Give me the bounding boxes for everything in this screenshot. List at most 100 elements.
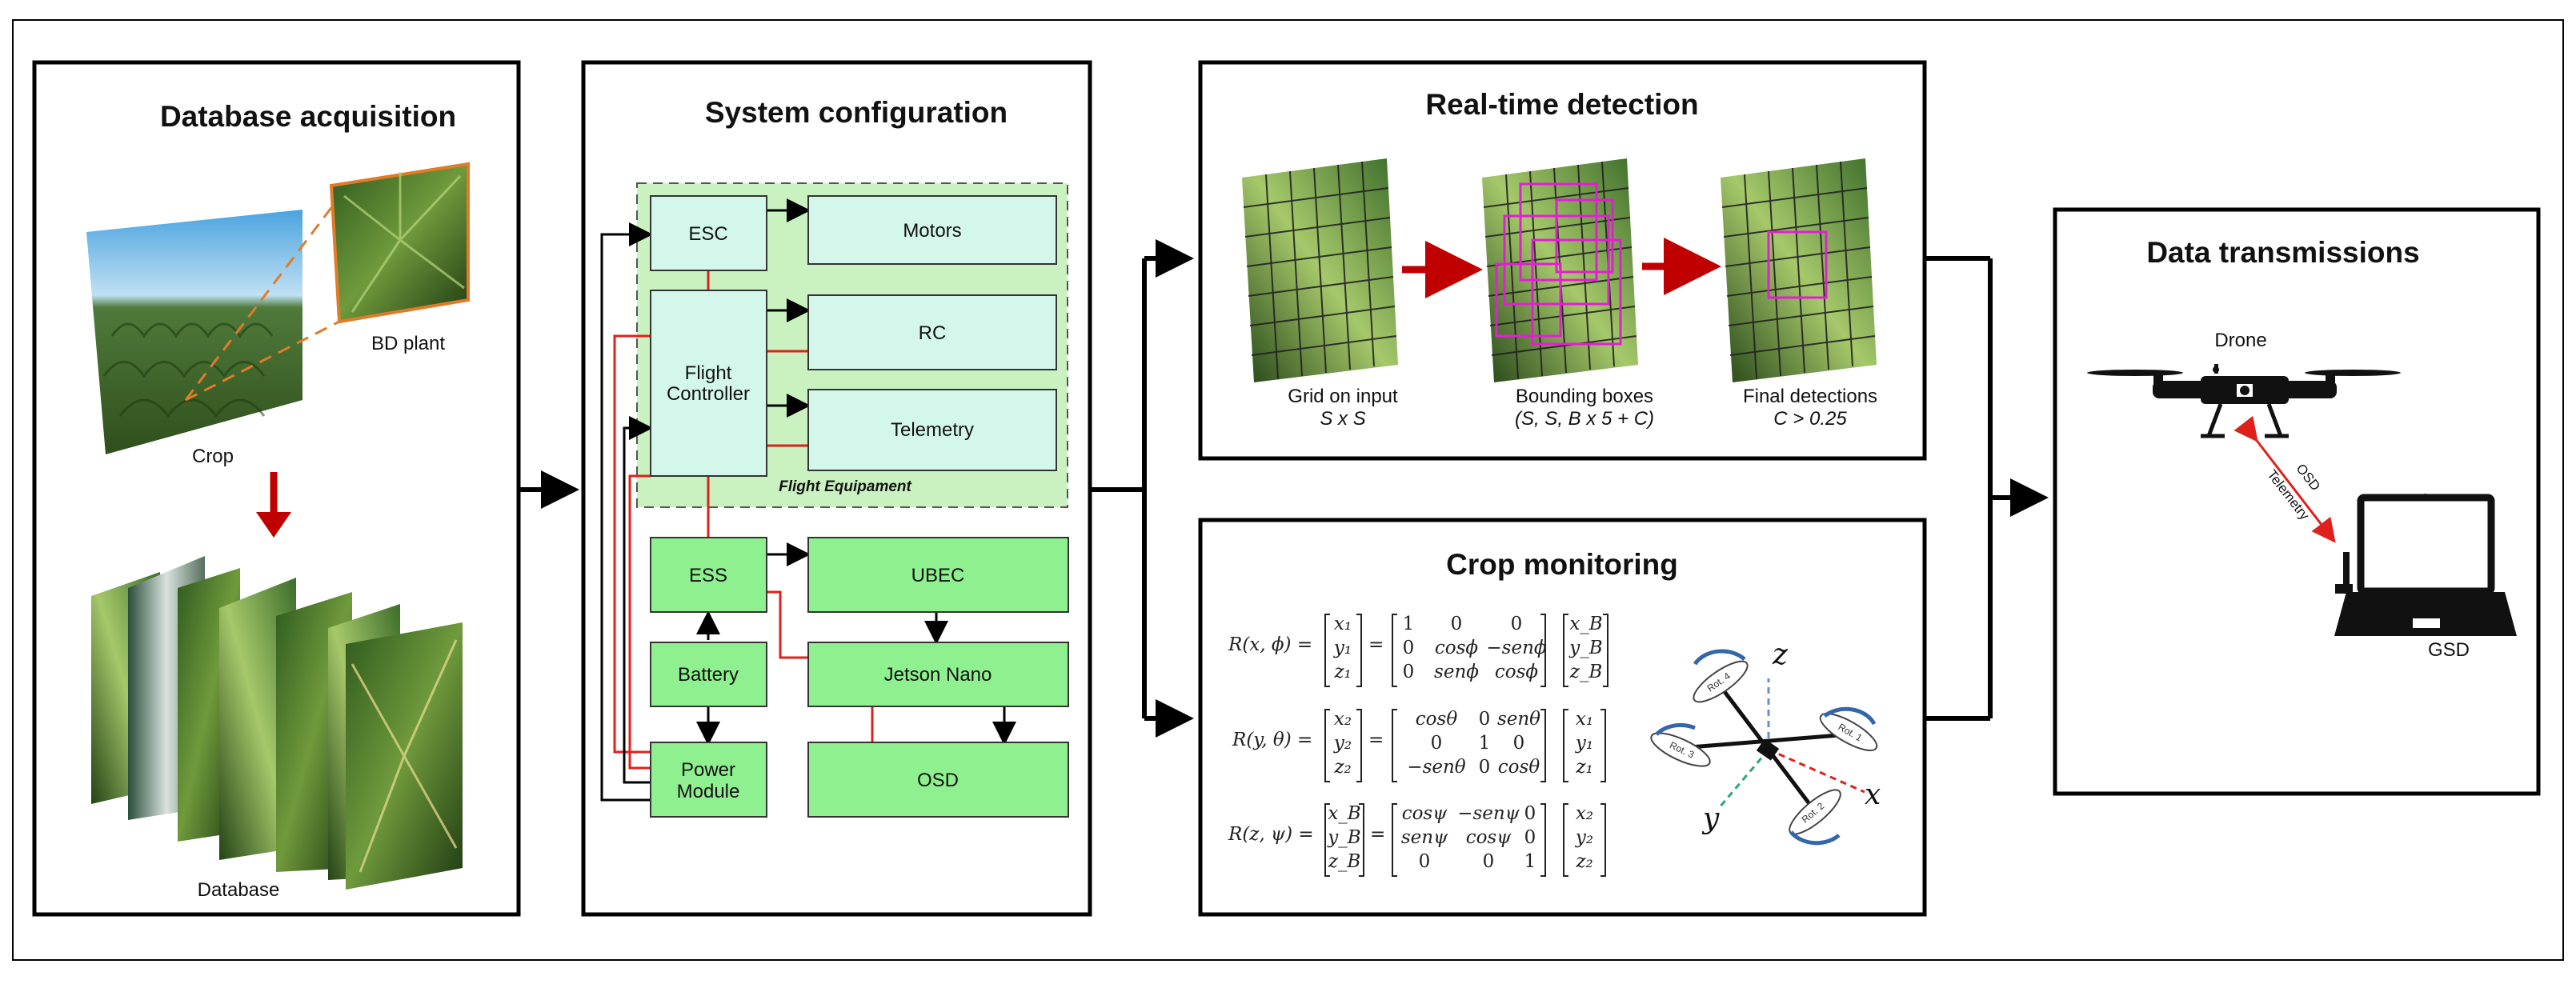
svg-text:y_B: y_B — [1327, 827, 1360, 848]
svg-text:y₂: y₂ — [1575, 827, 1593, 848]
database-stack — [91, 556, 463, 890]
svg-text:z₂: z₂ — [1333, 757, 1351, 778]
axis-y-label: y — [1701, 802, 1720, 835]
svg-text:y₂: y₂ — [1333, 733, 1352, 754]
eq3-vector-left: x_B y_B z_B — [1324, 803, 1364, 877]
axis-x-label: x — [1865, 778, 1881, 811]
svg-text:cosθ: cosθ — [1498, 757, 1540, 778]
step2-label: Bounding boxes — [1516, 386, 1653, 407]
step1-label: Grid on input — [1288, 386, 1398, 407]
svg-text:ESC: ESC — [688, 223, 727, 245]
svg-text:x_B: x_B — [1569, 614, 1602, 634]
step3-label: Final detections — [1743, 386, 1877, 407]
black-wires — [600, 198, 1016, 802]
crop-label: Crop — [192, 446, 234, 467]
svg-text:UBEC: UBEC — [911, 565, 965, 586]
svg-text:cosϕ: cosϕ — [1495, 662, 1539, 682]
svg-text:z_B: z_B — [1569, 662, 1603, 682]
database-title: Database acquisition — [160, 100, 456, 133]
svg-text:0: 0 — [1403, 662, 1415, 682]
database-label: Database — [198, 879, 280, 901]
svg-text:0: 0 — [1451, 614, 1463, 634]
svg-text:0: 0 — [1479, 757, 1491, 778]
eq2-vector-left: x₂ y₂ z₂ — [1324, 709, 1362, 782]
block-ubec: UBEC — [807, 537, 1069, 613]
svg-text:0: 0 — [1524, 827, 1536, 848]
eq1-lhs: R(x, ϕ) = — [1228, 634, 1312, 655]
crop-image-texture — [102, 322, 274, 418]
svg-text:1: 1 — [1403, 614, 1415, 634]
svg-text:z₁: z₁ — [1575, 757, 1592, 778]
eq2-lhs: R(y, θ) = — [1232, 730, 1312, 750]
step1-sub: S x S — [1320, 408, 1365, 430]
crop-monitoring-panel: Crop monitoring R(x, ϕ) = x₁ y₁ z₁ = 1 0… — [1198, 518, 1927, 917]
step2-sub: (S, S, B x 5 + C) — [1515, 408, 1654, 430]
svg-text:Module: Module — [677, 781, 740, 802]
svg-text:senϕ: senϕ — [1434, 662, 1479, 682]
svg-text:x₁: x₁ — [1576, 709, 1593, 730]
svg-text:RC: RC — [919, 322, 947, 344]
block-motors: Motors — [807, 195, 1057, 265]
svg-text:1: 1 — [1479, 733, 1491, 754]
svg-text:Flight: Flight — [685, 362, 732, 384]
block-ess: ESS — [650, 537, 767, 613]
svg-text:senθ: senθ — [1497, 709, 1540, 730]
svg-text:x₂: x₂ — [1576, 803, 1593, 824]
eq1-vector-right: x_B y_B z_B — [1563, 614, 1608, 687]
flight-equipment-label: Flight Equipament — [779, 478, 911, 495]
rotation-equations: R(x, ϕ) = x₁ y₁ z₁ = 1 0 0 0 cosϕ −senϕ … — [1228, 614, 1608, 877]
svg-text:0: 0 — [1511, 614, 1523, 634]
svg-text:0: 0 — [1431, 733, 1443, 754]
telemetry-link — [2233, 415, 2336, 543]
tile-grid — [1242, 158, 1398, 382]
block-flight-controller: Flight Controller — [650, 290, 767, 477]
eq1-matrix: 1 0 0 0 cosϕ −senϕ 0 senϕ cosϕ — [1392, 614, 1547, 687]
svg-text:0: 0 — [1403, 638, 1415, 658]
eq3-vector-right: x₂ y₂ z₂ — [1563, 803, 1606, 877]
tile-final — [1721, 158, 1877, 382]
arrow-system-to-detection — [1090, 239, 1194, 738]
svg-text:−senϕ: −senϕ — [1486, 638, 1546, 658]
svg-text:−senψ: −senψ — [1457, 803, 1520, 824]
svg-text:Battery: Battery — [678, 664, 739, 686]
svg-text:0: 0 — [1513, 733, 1525, 754]
svg-text:1: 1 — [1524, 851, 1536, 872]
svg-text:z₂: z₂ — [1575, 851, 1592, 872]
tile-bboxes — [1482, 158, 1638, 382]
gsd-label: GSD — [2428, 639, 2470, 661]
eq2-matrix: cosθ 0 senθ 0 1 0 −senθ 0 cosθ — [1392, 709, 1546, 782]
realtime-title: Real-time detection — [1425, 88, 1698, 121]
arrow-to-transmission — [1925, 256, 2049, 721]
svg-text:Controller: Controller — [667, 383, 750, 405]
svg-text:cosθ: cosθ — [1416, 709, 1458, 730]
svg-text:z_B: z_B — [1328, 851, 1361, 872]
svg-text:=: = — [1370, 824, 1385, 845]
svg-text:0: 0 — [1483, 851, 1495, 872]
axis-z-label: z — [1772, 638, 1789, 671]
zoom-lines — [184, 205, 340, 402]
svg-text:−senθ: −senθ — [1407, 757, 1465, 778]
svg-text:Telemetry: Telemetry — [891, 419, 974, 441]
svg-text:x_B: x_B — [1328, 803, 1360, 824]
transmission-title: Data transmissions — [2146, 236, 2419, 269]
block-esc: ESC — [650, 195, 767, 271]
svg-text:0: 0 — [1524, 803, 1536, 824]
eq3-matrix: cosψ −senψ 0 senψ cosψ 0 0 0 1 — [1392, 803, 1546, 877]
block-power-module: Power Module — [650, 742, 767, 818]
step3-sub: C > 0.25 — [1773, 408, 1847, 430]
eq2-vector-right: x₁ y₁ z₁ — [1563, 709, 1606, 782]
quadcopter-axes-diagram: Rot. 4 Rot. 1 Rot. 3 Rot. 2 z x y — [1650, 638, 1881, 846]
svg-text:cosψ: cosψ — [1402, 803, 1448, 824]
svg-text:cosψ: cosψ — [1466, 827, 1512, 848]
svg-text:x₁: x₁ — [1334, 614, 1352, 634]
svg-text:Jetson Nano: Jetson Nano — [884, 664, 992, 686]
svg-text:cosϕ: cosϕ — [1435, 638, 1479, 658]
block-jetson-nano: Jetson Nano — [807, 642, 1069, 707]
drone-label: Drone — [2214, 330, 2266, 351]
block-telemetry: Telemetry — [807, 389, 1057, 471]
svg-text:y₁: y₁ — [1333, 638, 1352, 658]
svg-text:0: 0 — [1419, 851, 1431, 872]
eq1-vector-left: x₁ y₁ z₁ — [1324, 614, 1362, 687]
svg-text:OSD: OSD — [917, 770, 959, 791]
